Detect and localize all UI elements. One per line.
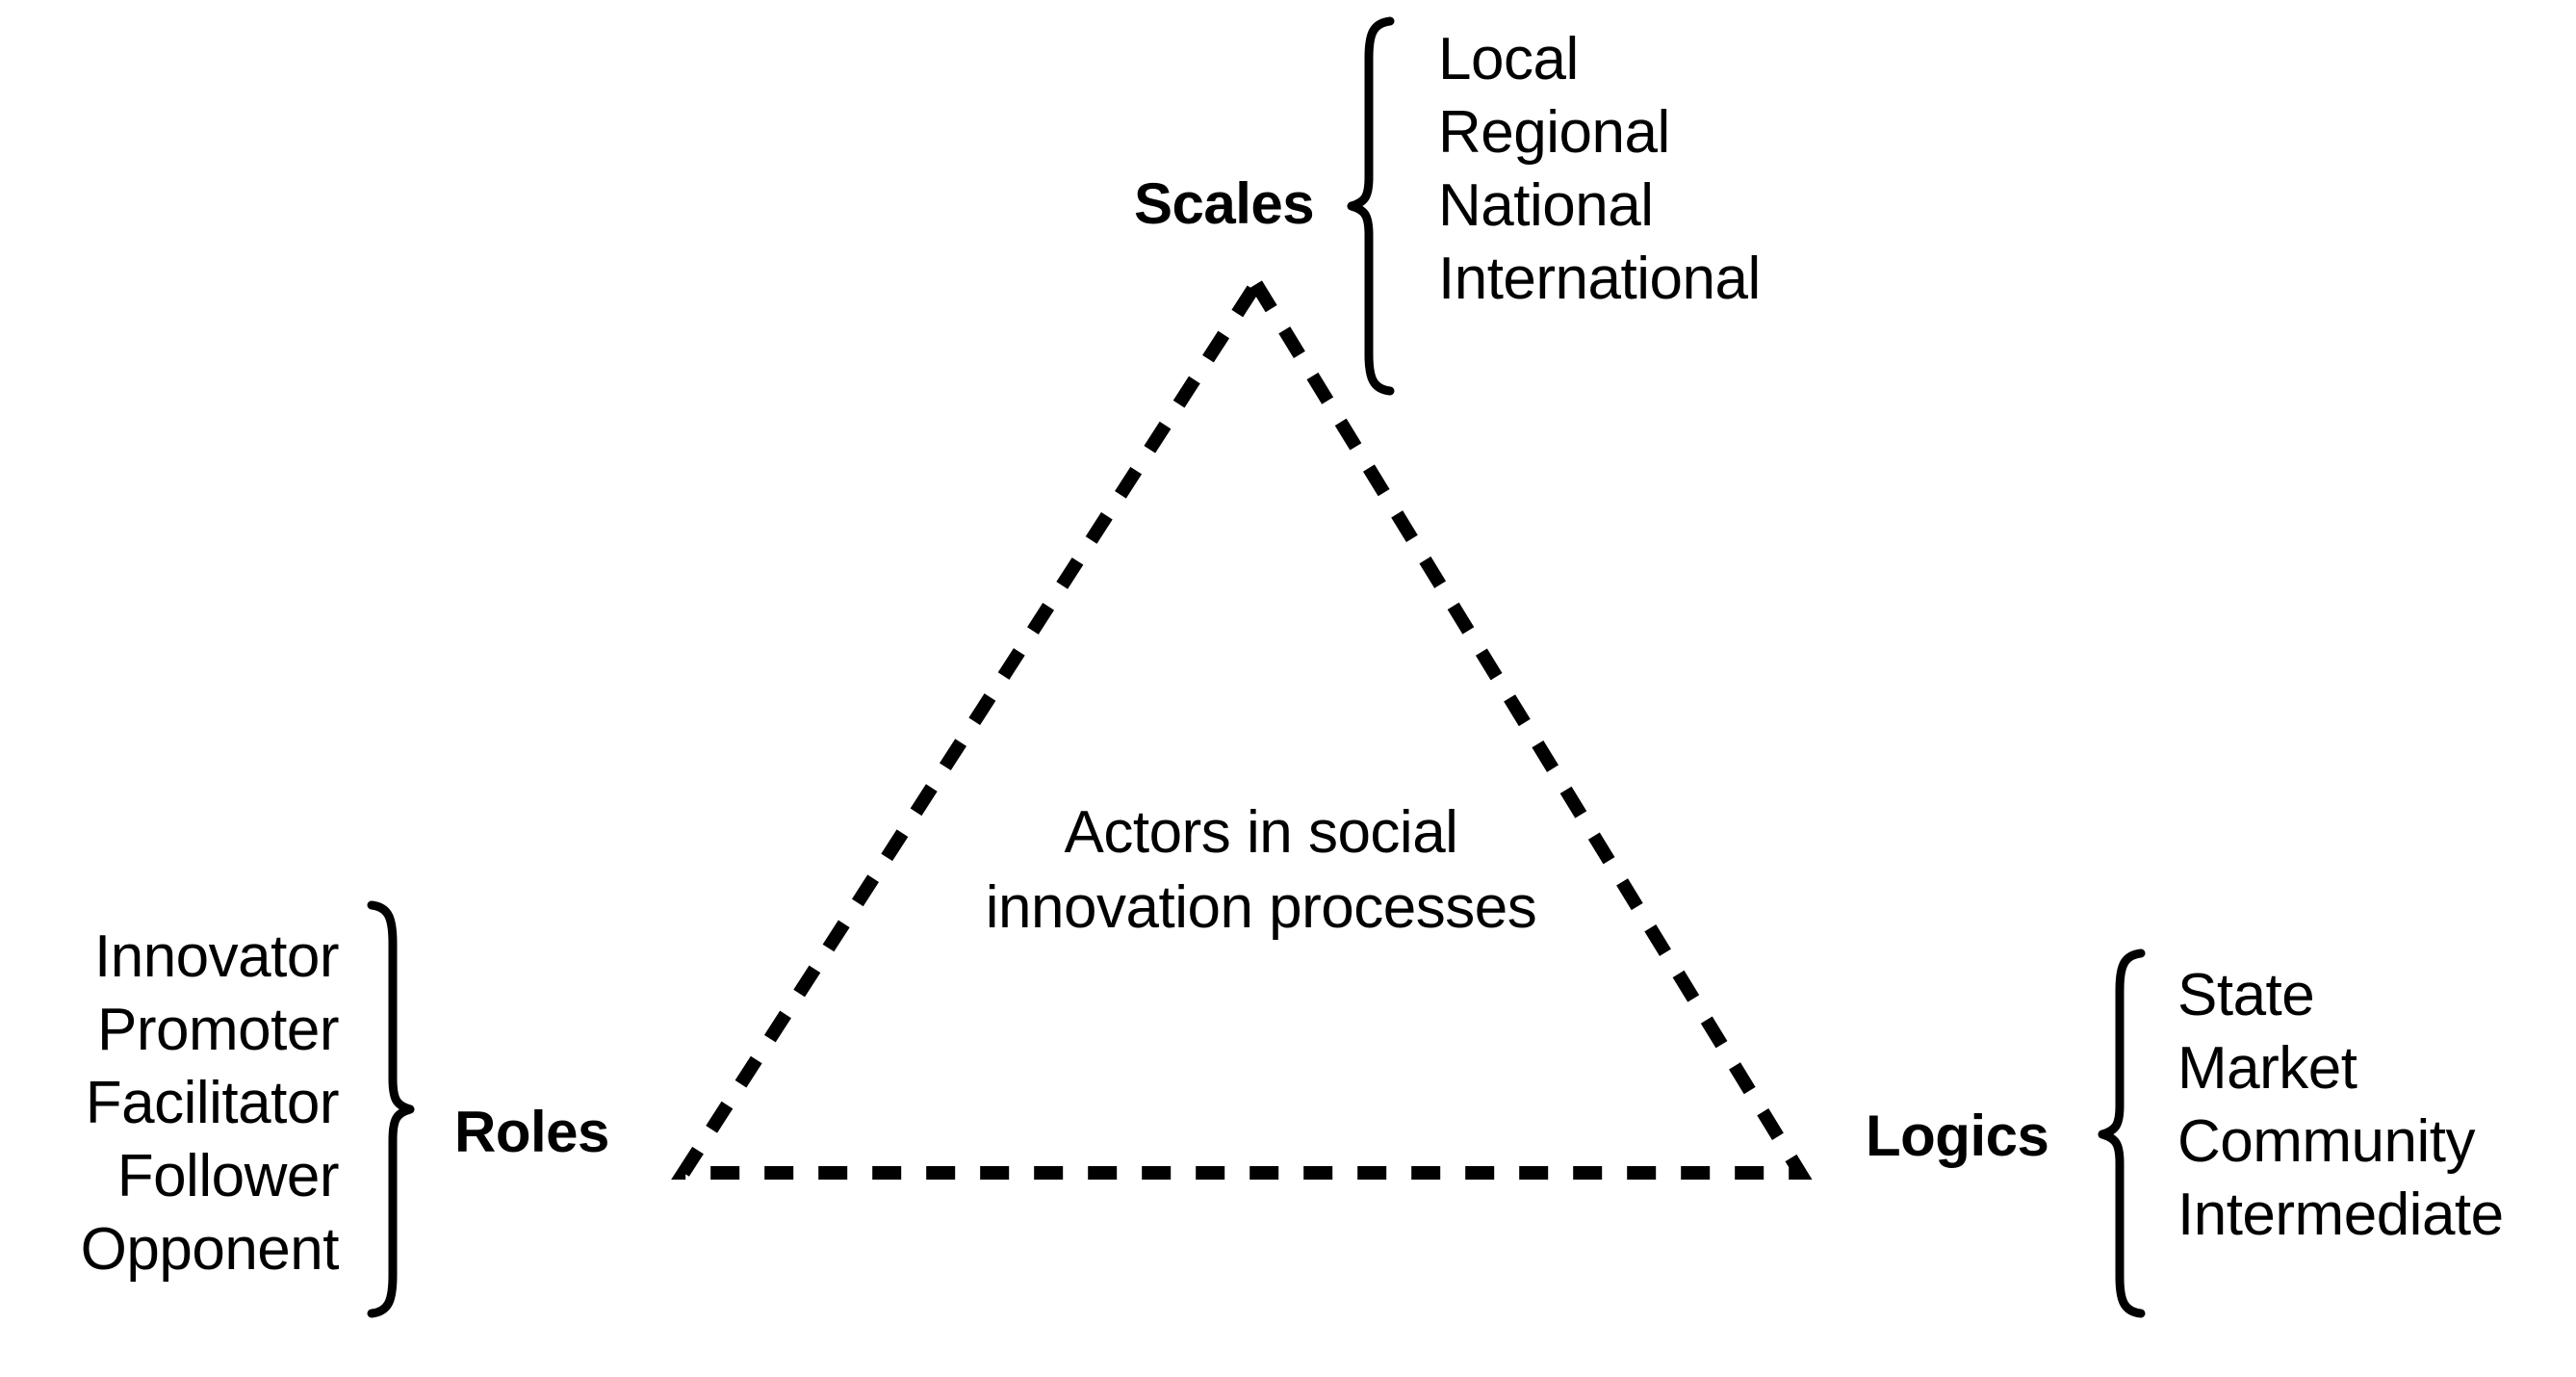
dimension-list-logics: State Market Community Intermediate [2177,959,2504,1252]
list-item: Intermediate [2177,1182,2504,1248]
dimension-label-scales: Scales [1134,171,1315,236]
list-item: Local [1438,26,1579,92]
brace-scales [1340,13,1398,399]
center-caption: Actors in social innovation processes [924,795,1598,946]
list-item: National [1438,172,1654,239]
list-item: State [2177,962,2315,1028]
dimension-list-roles: Innovator Promoter Facilitator Follower … [0,921,340,1286]
dimension-list-scales: Local Regional National International [1438,23,1761,316]
list-item: Innovator [93,923,340,990]
list-item: Promoter [97,997,339,1063]
list-item: Facilitator [85,1070,340,1136]
list-item: Community [2177,1108,2476,1175]
list-item: Regional [1438,99,1670,166]
list-item: Follower [116,1143,340,1209]
triangle-outline [671,271,1813,1180]
brace-scales-path [1347,16,1395,396]
dimension-label-logics: Logics [1866,1104,2049,1168]
center-caption-line-1: Actors in social [1064,799,1458,866]
center-caption-line-2: innovation processes [985,874,1537,941]
list-item: Market [2177,1035,2357,1102]
list-item: Opponent [80,1216,340,1283]
brace-logics [2091,946,2149,1321]
brace-roles [364,897,422,1321]
brace-roles-path [367,900,415,1318]
dimension-label-roles: Roles [454,1100,609,1164]
brace-logics-path [2098,948,2146,1318]
list-item: International [1438,246,1761,312]
